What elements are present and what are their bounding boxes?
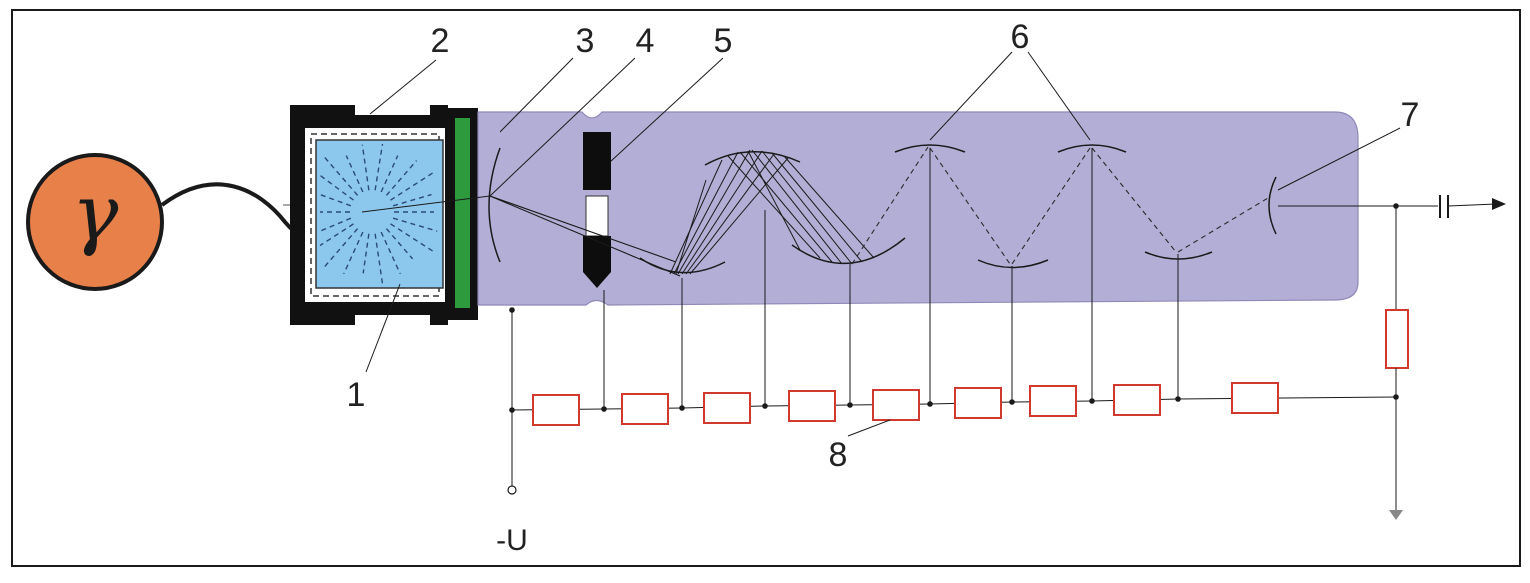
label-diaphragm: 5 xyxy=(714,22,733,60)
divider-node xyxy=(601,406,607,412)
signal-out-line xyxy=(1447,203,1497,207)
divider-node xyxy=(927,401,933,407)
scintillation-ray xyxy=(380,231,401,275)
label-anode: 7 xyxy=(1401,96,1420,134)
supply-terminal xyxy=(507,485,517,495)
optical-window xyxy=(455,118,470,308)
multiplication-fan-1 xyxy=(669,149,789,275)
divider-node xyxy=(1009,399,1015,405)
divider-resistor xyxy=(703,392,751,424)
gamma-source-circle xyxy=(26,153,164,291)
scintillation-ray xyxy=(385,228,414,260)
scintillation-ray xyxy=(392,193,432,207)
divider-node xyxy=(847,402,853,408)
label-leaders xyxy=(365,51,1401,437)
dynode-5 xyxy=(977,259,1049,269)
divider-resistor xyxy=(872,389,920,421)
anode-load-resistor xyxy=(1385,309,1409,369)
scintillation-ray xyxy=(319,217,352,232)
divider-node xyxy=(1175,396,1181,402)
gamma-source: γ xyxy=(26,153,164,291)
dynode-1 xyxy=(639,257,726,274)
figure-border xyxy=(11,9,1521,567)
scintillation-ray xyxy=(319,223,354,247)
diaphragm-gap xyxy=(585,195,609,237)
scintillation-ray xyxy=(319,174,354,201)
scintillation-ray xyxy=(380,155,399,193)
divider-resistor xyxy=(532,394,580,426)
scintillation-ray xyxy=(343,231,364,275)
label-divider-resistor: 8 xyxy=(829,436,848,474)
label-photocathode: 3 xyxy=(576,22,595,60)
divider-resistor xyxy=(954,387,1002,419)
divider-node xyxy=(762,403,768,409)
multiplication-fan-2 xyxy=(727,149,875,265)
pmt-tube xyxy=(477,111,1359,306)
scintillation-burst xyxy=(319,143,438,285)
electrode-leads xyxy=(603,148,1179,408)
divider-resistor xyxy=(788,390,836,422)
detector-housing xyxy=(290,105,478,325)
secondary-electron-paths xyxy=(851,146,1269,265)
dynode-3 xyxy=(791,237,906,264)
divider-node xyxy=(1089,398,1095,404)
scintillation-ray xyxy=(345,155,364,193)
gamma-symbol: γ xyxy=(72,169,119,259)
label-dynodes: 6 xyxy=(1011,18,1030,56)
divider-node xyxy=(1393,394,1399,400)
divider-node xyxy=(509,407,515,413)
diaphragm-lower xyxy=(583,236,611,272)
dynode-4 xyxy=(894,144,966,153)
dynode-2 xyxy=(704,150,801,166)
voltage-divider xyxy=(509,382,1399,426)
focusing-diaphragm xyxy=(583,132,611,288)
divider-resistor xyxy=(1231,382,1279,414)
anode xyxy=(1268,176,1277,235)
supply-voltage-label: -U xyxy=(496,524,528,557)
label-housing: 2 xyxy=(431,22,450,60)
photocathode xyxy=(488,147,501,263)
ground-symbol xyxy=(1389,510,1403,520)
scintillation-ray xyxy=(392,217,438,232)
scintillation-ray xyxy=(385,160,418,196)
diaphragm-upper xyxy=(583,132,611,190)
scintillation-ray xyxy=(361,144,370,191)
label-scintillator: 1 xyxy=(347,376,366,414)
dynode-6 xyxy=(1057,144,1127,153)
divider-node xyxy=(679,405,685,411)
divider-resistor xyxy=(1113,384,1161,416)
scintillation-ray xyxy=(362,233,370,274)
cathode-node xyxy=(509,307,515,313)
scintillation-ray xyxy=(374,143,384,191)
label-focusing-electrode: 4 xyxy=(636,22,655,60)
divider-resistor xyxy=(1029,385,1077,417)
divider-resistor xyxy=(621,393,669,425)
signal-out-arrow xyxy=(1492,198,1506,210)
diaphragm-tip xyxy=(583,272,611,288)
scintillation-ray xyxy=(319,193,352,207)
reflector-layer xyxy=(310,133,440,297)
